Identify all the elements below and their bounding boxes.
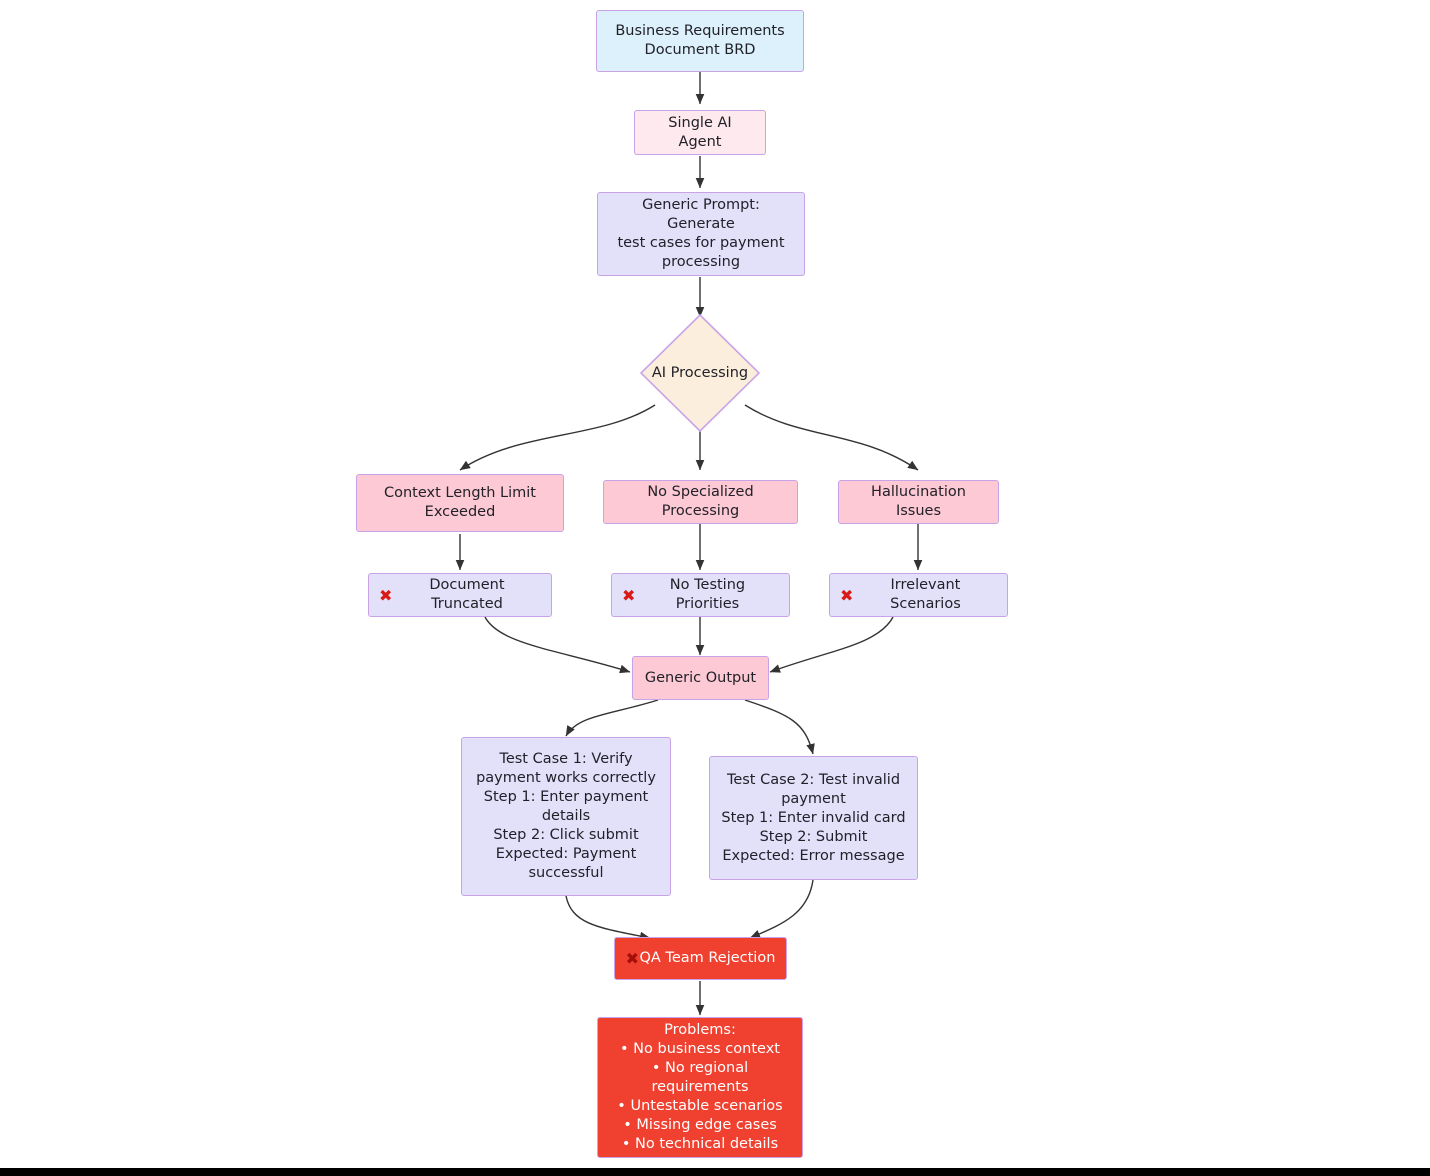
edge-genericoutput-to-testcase1 [565, 699, 659, 737]
edge-genericoutput-to-testcase2 [744, 699, 815, 755]
node-ai-processing[interactable]: AI Processing [640, 314, 760, 432]
node-label: Context Length Limit Exceeded [384, 485, 536, 520]
node-document-truncated[interactable]: ✖ Document Truncated [368, 573, 552, 617]
node-test-case-1[interactable]: Test Case 1: Verify payment works correc… [461, 737, 671, 896]
node-no-specialized-processing[interactable]: No Specialized Processing [603, 480, 798, 524]
node-label: Test Case 1: Verify payment works correc… [476, 751, 656, 881]
x-mark-icon: ✖ [622, 585, 635, 605]
edge-testcase2-to-qarejection [749, 879, 814, 939]
node-label: Business Requirements Document BRD [615, 23, 785, 58]
node-label: Test Case 2: Test invalid payment Step 1… [721, 771, 906, 864]
node-label: QA Team Rejection [639, 950, 776, 966]
edge-irrelevant-to-genericoutput [769, 616, 894, 673]
node-label: No Specialized Processing [647, 484, 754, 519]
x-mark-icon: ✖ [379, 585, 392, 605]
node-label: Hallucination Issues [871, 484, 966, 519]
edge-processing-to-hallucination [744, 404, 919, 471]
node-label: Single AI Agent [668, 114, 732, 150]
node-context-length-limit-exceeded[interactable]: Context Length Limit Exceeded [356, 474, 564, 532]
node-label: No Testing Priorities [669, 577, 746, 612]
node-label: Problems: • No business context • No reg… [617, 1022, 783, 1152]
x-mark-icon: ✖ [625, 949, 639, 968]
node-qa-team-rejection[interactable]: ✖ QA Team Rejection [614, 937, 787, 980]
node-label: Document Truncated [429, 577, 505, 612]
node-generic-output[interactable]: Generic Output [632, 656, 769, 700]
node-single-ai-agent[interactable]: Single AI Agent [634, 110, 766, 155]
x-mark-icon: ✖ [840, 585, 853, 605]
node-label: AI Processing [651, 365, 749, 381]
footer-strip [0, 1168, 1430, 1176]
node-problems-list[interactable]: Problems: • No business context • No reg… [597, 1017, 803, 1158]
edge-testcase1-to-qarejection [565, 895, 651, 941]
node-irrelevant-scenarios[interactable]: ✖ Irrelevant Scenarios [829, 573, 1008, 617]
node-label: Generic Output [644, 669, 757, 686]
diamond-shape-icon [640, 314, 760, 432]
node-business-requirements-document[interactable]: Business Requirements Document BRD [596, 10, 804, 72]
node-test-case-2[interactable]: Test Case 2: Test invalid payment Step 1… [709, 756, 918, 880]
node-label: Irrelevant Scenarios [890, 577, 961, 612]
node-label: Generic Prompt: Generate test cases for … [617, 197, 785, 270]
node-hallucination-issues[interactable]: Hallucination Issues [838, 480, 999, 524]
node-no-testing-priorities[interactable]: ✖ No Testing Priorities [611, 573, 790, 617]
edge-processing-to-context [459, 404, 656, 471]
edge-doctruncated-to-genericoutput [484, 616, 631, 674]
node-generic-prompt[interactable]: Generic Prompt: Generate test cases for … [597, 192, 805, 276]
